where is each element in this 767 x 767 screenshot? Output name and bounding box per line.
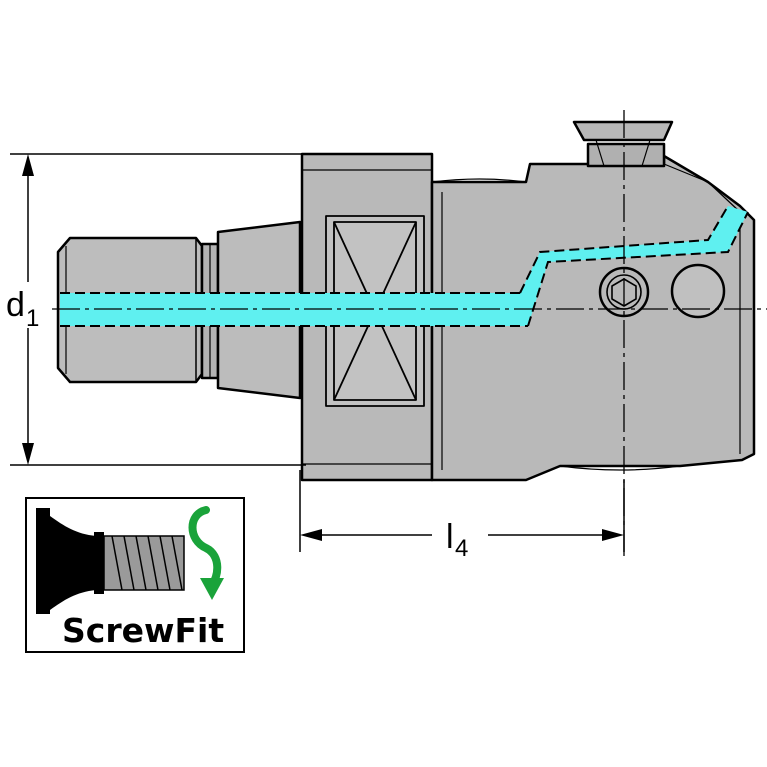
holder-icon [36,508,104,614]
coolant-channel [60,205,749,327]
screwfit-logo-text: ScrewFit [62,611,224,650]
l4-label-subscript: 4 [455,535,468,562]
d1-label-symbol: d [6,286,25,324]
dimension-d1 [5,153,306,466]
d1-label-subscript: 1 [26,305,39,332]
adjustment-screw [572,120,674,168]
round-hole [670,263,726,319]
rotate-arrow-icon [188,506,224,600]
screwfit-logo: ScrewFit [25,497,245,653]
head-body [430,154,756,482]
dimension-l4 [299,470,625,558]
l4-label-symbol: l [446,518,454,556]
thread-icon [103,535,185,591]
